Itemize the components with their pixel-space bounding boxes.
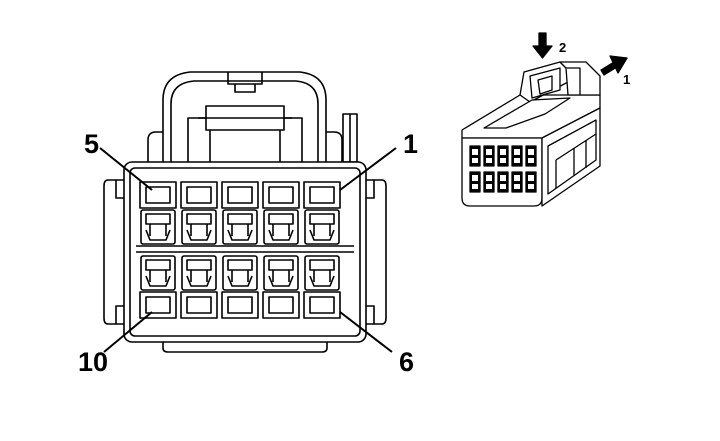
iso-pin-cavity — [511, 171, 523, 193]
iso-pin-cavities — [469, 145, 537, 193]
pin-cavity — [180, 255, 218, 319]
pin-leader-lines — [99, 147, 397, 353]
pull-out-arrow-icon — [600, 55, 628, 76]
latch-arch — [147, 71, 343, 162]
iso-pin-cavity — [469, 171, 481, 193]
pin-cavity — [303, 255, 341, 319]
pin-label-1: 1 — [403, 129, 419, 159]
pin-cavity — [180, 181, 218, 245]
leader-pin-10 — [103, 311, 153, 353]
pin-label-6: 6 — [399, 347, 415, 377]
iso-pin-cavity — [525, 145, 537, 167]
pin-cavity — [262, 181, 300, 245]
iso-pin-cavity — [483, 171, 495, 193]
arrow-label-2: 2 — [559, 40, 567, 55]
pin-label-10: 10 — [78, 347, 109, 377]
pin-cavity — [221, 181, 259, 245]
iso-pin-cavity — [497, 145, 509, 167]
pin-cavity — [303, 181, 341, 245]
iso-pin-cavity — [483, 145, 495, 167]
arrow-label-1: 1 — [623, 72, 631, 87]
iso-pin-cavity — [511, 145, 523, 167]
iso-pin-cavity — [469, 145, 481, 167]
leader-pin-6 — [339, 311, 393, 353]
pin-cavity — [139, 255, 177, 319]
iso-pin-cavity — [497, 171, 509, 193]
side-post — [342, 113, 358, 163]
pin-cavity — [262, 255, 300, 319]
pin-cavities — [139, 181, 341, 319]
pin-cavity — [221, 255, 259, 319]
leader-pin-1 — [339, 147, 397, 191]
connector-iso-view — [461, 32, 628, 207]
push-down-arrow-icon — [532, 32, 553, 59]
leader-pin-5 — [99, 147, 153, 191]
pin-label-5: 5 — [84, 129, 100, 159]
connector-front-view — [99, 71, 397, 353]
iso-pin-cavity — [525, 171, 537, 193]
